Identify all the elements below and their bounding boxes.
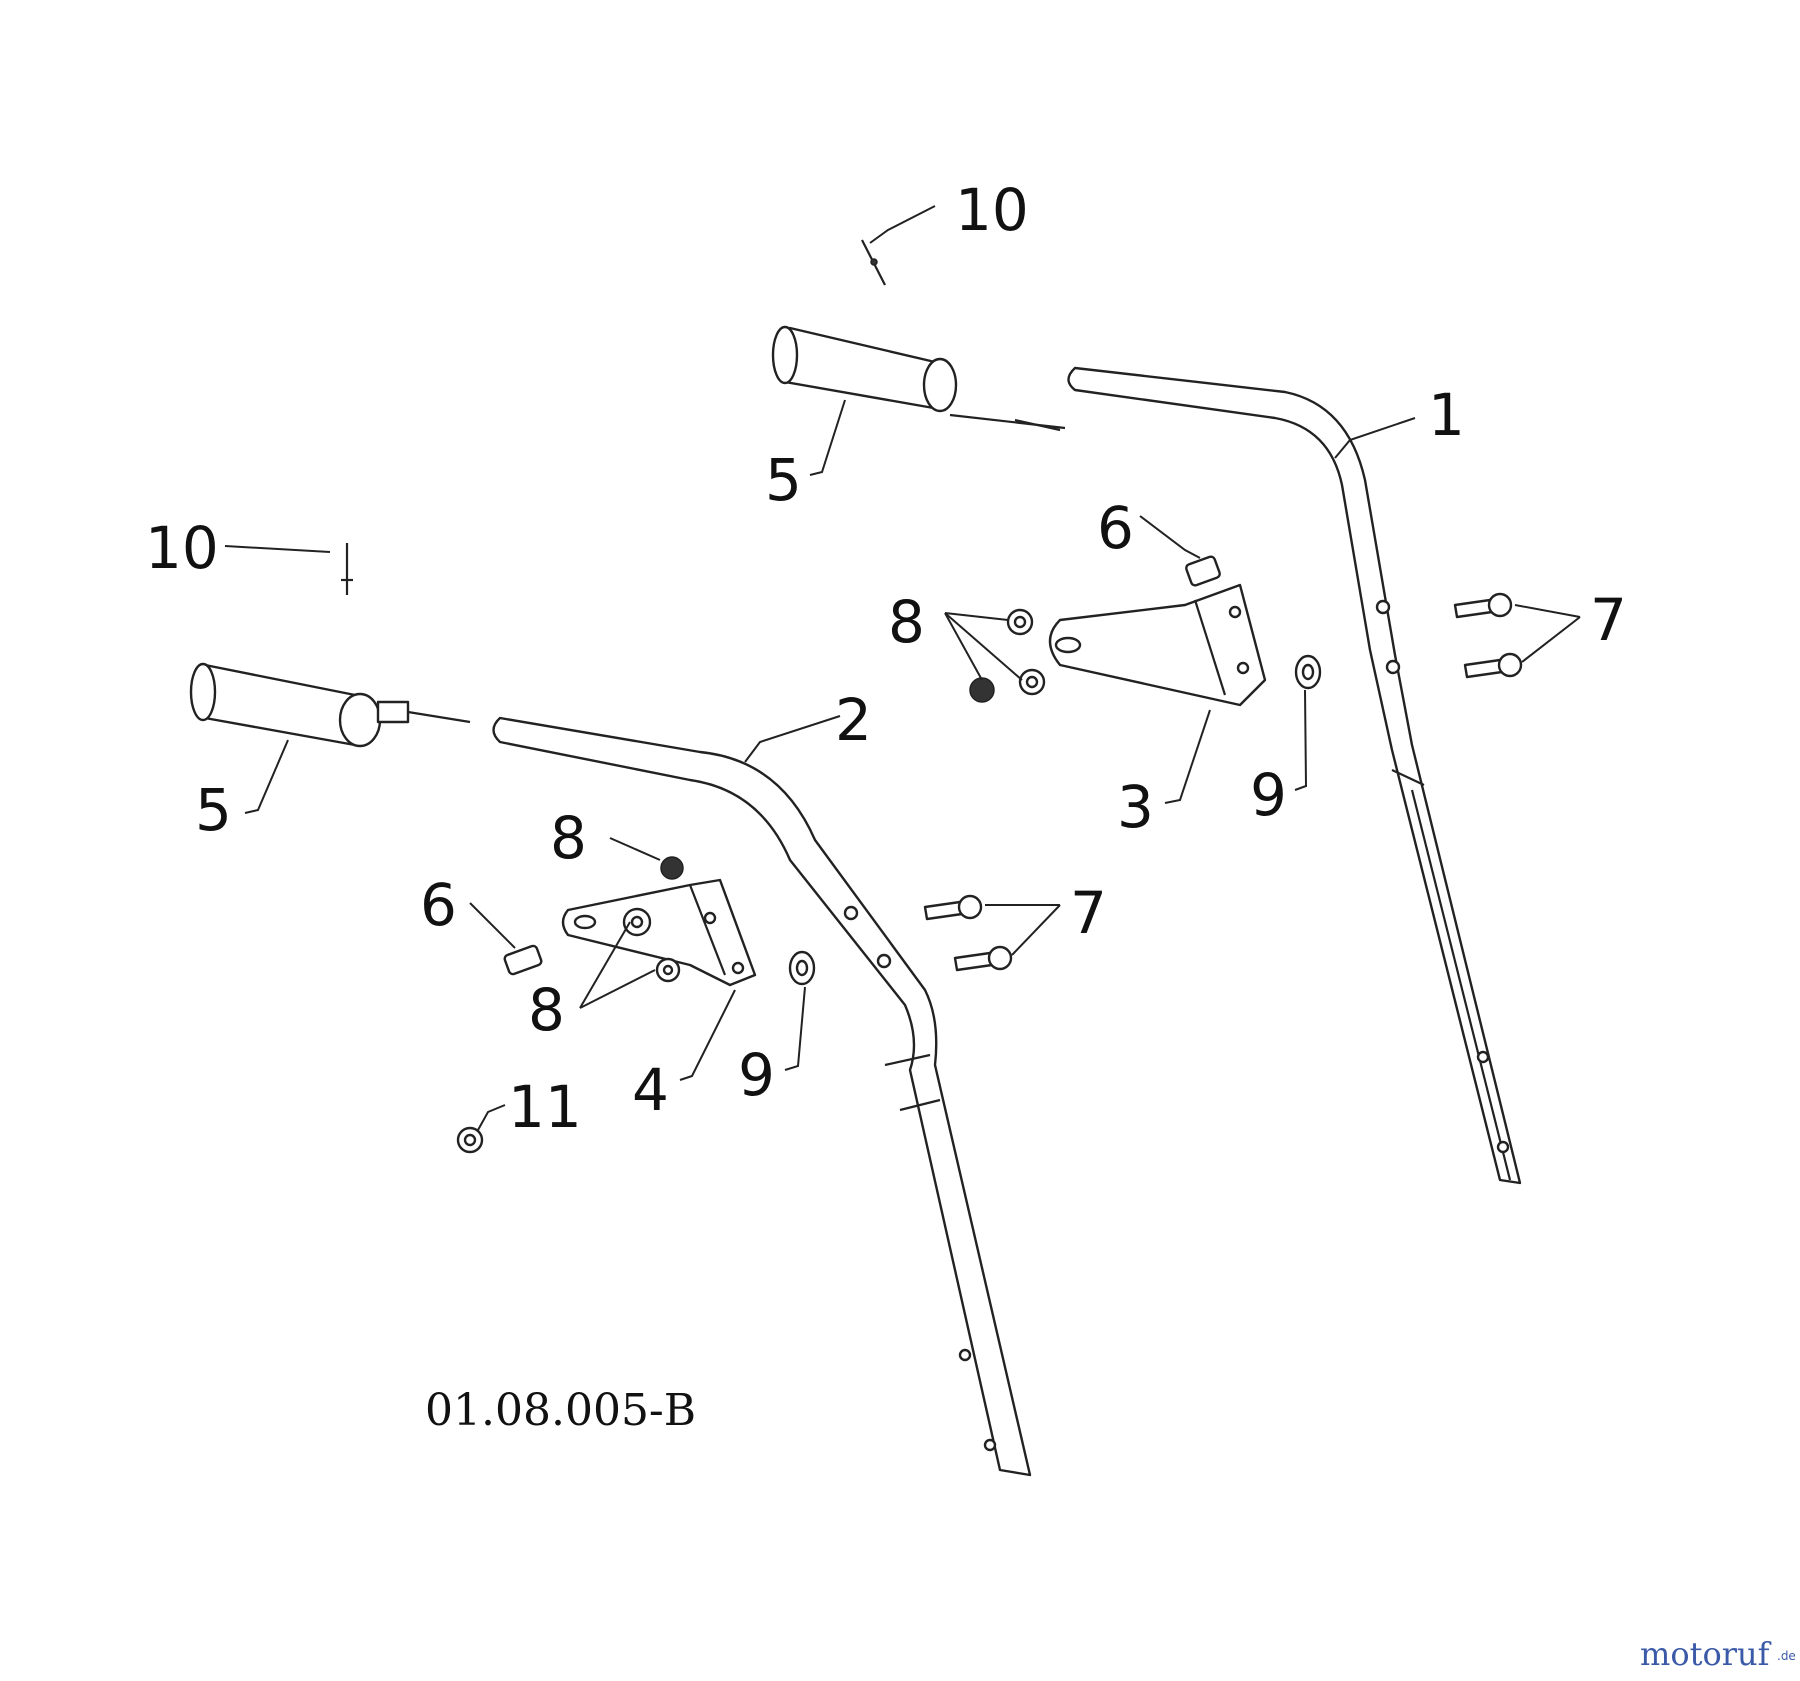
grip-5-lower (189, 662, 471, 748)
leader-lines (224, 205, 1581, 1131)
callout-9-lower: 9 (738, 1041, 775, 1109)
callout-2: 2 (835, 686, 872, 754)
grip-5-upper (771, 325, 1066, 432)
callout-8-upper: 8 (888, 588, 925, 656)
callout-8-lower-top: 8 (550, 804, 587, 872)
callout-8-lower: 8 (528, 976, 565, 1044)
callout-6-upper: 6 (1097, 494, 1134, 562)
callout-6-lower: 6 (420, 871, 457, 939)
callout-10-lower: 10 (145, 514, 219, 582)
bolt-6-upper (1185, 555, 1221, 587)
callout-7-upper: 7 (1590, 586, 1627, 654)
bolt-6-lower (503, 944, 543, 976)
bracket-3 (1048, 583, 1267, 707)
callout-10-upper: 10 (955, 176, 1029, 244)
callout-4: 4 (632, 1056, 669, 1124)
drawing-code: 01.08.005-B (425, 1385, 696, 1436)
callout-5-lower: 5 (195, 776, 232, 844)
bracket-4 (561, 878, 757, 987)
pin-10-lower (341, 543, 353, 595)
motoruf-logo: motoruf .de (1640, 1635, 1796, 1673)
bolts-7-upper (1453, 592, 1523, 679)
nuts-8-lower (622, 856, 684, 983)
nuts-8-upper (969, 608, 1046, 703)
bolts-7-lower (923, 894, 1013, 972)
callout-11: 11 (508, 1073, 582, 1141)
washer-9-upper (1294, 654, 1322, 690)
handlebar-1 (1067, 366, 1522, 1185)
pin-10-upper (861, 239, 886, 286)
washer-9-lower (788, 950, 816, 986)
logo-suffix: .de (1777, 1649, 1796, 1663)
callout-3: 3 (1117, 773, 1154, 841)
callout-7-lower: 7 (1070, 879, 1107, 947)
handlebar-2 (492, 716, 1032, 1477)
washer-11 (456, 1126, 484, 1154)
callout-5-upper: 5 (765, 446, 802, 514)
callout-1: 1 (1428, 381, 1465, 449)
callout-labels: 10 1 5 10 2 5 6 8 3 9 7 8 6 8 4 9 7 11 (145, 176, 1627, 1141)
logo-text: motoruf (1640, 1635, 1772, 1673)
callout-9-upper: 9 (1250, 761, 1287, 829)
